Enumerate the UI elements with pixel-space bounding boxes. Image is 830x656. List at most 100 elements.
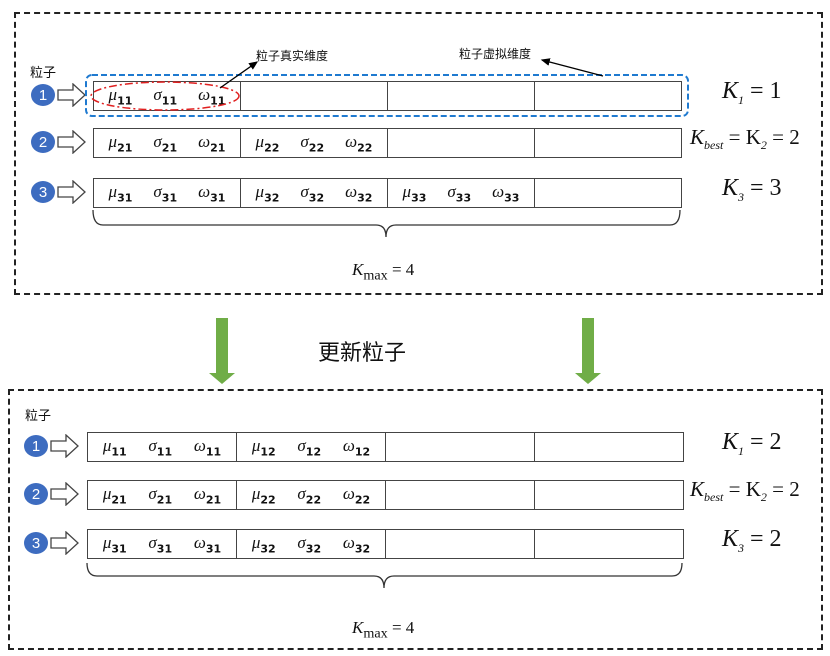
parameter-symbol: σ21 xyxy=(153,132,177,154)
down-arrow-left-icon xyxy=(209,318,235,384)
dimension-cell xyxy=(388,82,535,110)
bottom-k-label-1: K1 = 2 xyxy=(722,429,782,459)
subscript: max xyxy=(363,267,388,284)
subscript: 21 xyxy=(205,493,222,507)
top-panel-frame xyxy=(14,12,823,295)
subscript: 3 xyxy=(738,540,745,555)
parameter-symbol: μ22 xyxy=(252,484,276,506)
subscript: 32 xyxy=(308,191,325,205)
dimension-cell xyxy=(386,433,535,461)
down-arrow-right-icon xyxy=(575,318,601,384)
annotation-real-dimension: 粒子真实维度 xyxy=(256,49,329,63)
subscript: 32 xyxy=(357,191,373,205)
top-particle-label: 粒子 xyxy=(30,66,57,81)
top-k-label-2: Kbest = K2 = 2 xyxy=(690,125,800,153)
subscript: 31 xyxy=(161,191,178,205)
symbol: σ xyxy=(300,131,309,151)
k-rest: = 2 xyxy=(744,526,782,552)
k-symbol: K xyxy=(352,260,363,279)
bottom-particle-2-badge: 2 xyxy=(24,483,48,505)
parameter-symbol: σ22 xyxy=(300,132,324,154)
bottom-k-label-2: Kbest = K2 = 2 xyxy=(690,477,800,505)
symbol: σ xyxy=(148,483,157,503)
bottom-panel-frame xyxy=(8,389,823,650)
k: K xyxy=(722,175,739,201)
k-symbol: 2 xyxy=(761,125,767,152)
subscript: 31 xyxy=(117,191,133,205)
annotation-virtual-dimension: 粒子虚拟维度 xyxy=(459,47,532,61)
dimension-cell xyxy=(386,530,535,558)
parameter-symbol: σ22 xyxy=(297,484,321,506)
k-symbol: K xyxy=(352,618,363,637)
k-rest: = 2 xyxy=(766,477,800,501)
symbol: ω xyxy=(193,532,206,552)
parameter-symbol: ω11 xyxy=(194,436,221,458)
subscript: 3 xyxy=(738,189,745,204)
subscript: 22 xyxy=(357,141,373,155)
right-arrow-icon xyxy=(50,482,79,506)
k-rest: = 2 xyxy=(744,429,782,455)
k-symbol: Kbest xyxy=(690,477,723,504)
k: K xyxy=(352,618,364,637)
subscript: 21 xyxy=(210,141,226,155)
parameter-symbol: σ33 xyxy=(447,182,471,204)
k: K xyxy=(690,477,705,501)
symbol: μ xyxy=(102,483,112,503)
symbol: σ xyxy=(297,532,306,552)
parameter-symbol: μ12 xyxy=(252,436,276,458)
k-rest: = K xyxy=(723,125,761,149)
subscript: 22 xyxy=(354,493,371,507)
symbol: σ xyxy=(148,435,157,455)
symbol: μ xyxy=(402,181,412,201)
symbol: μ xyxy=(102,532,112,552)
parameter-symbol: ω31 xyxy=(194,533,221,555)
k-rest: = 2 xyxy=(766,125,800,149)
subscript: 32 xyxy=(264,191,280,205)
parameter-symbol: μ31 xyxy=(103,533,127,555)
subscript: 31 xyxy=(156,542,173,556)
subscript: 22 xyxy=(260,493,276,507)
k-rest: = 1 xyxy=(744,78,782,104)
bottom-k-label-3: K3 = 2 xyxy=(722,526,782,556)
k-symbol: K1 xyxy=(722,429,744,458)
bottom-kmax-label: Kmax = 4 xyxy=(352,618,414,642)
subscript: 12 xyxy=(305,445,322,459)
symbol: ω xyxy=(342,483,355,503)
subscript: 12 xyxy=(260,445,276,459)
dimension-cell xyxy=(535,82,681,110)
dimension-cell xyxy=(388,129,535,157)
symbol: μ xyxy=(255,181,265,201)
dimension-cell xyxy=(535,129,681,157)
symbol: μ xyxy=(108,131,118,151)
k-symbol: K3 xyxy=(722,526,745,555)
subscript: 22 xyxy=(264,141,280,155)
bottom-particle-3-badge: 3 xyxy=(24,532,48,554)
symbol: ω xyxy=(342,435,355,455)
symbol: ω xyxy=(193,483,206,503)
symbol: ω xyxy=(345,181,358,201)
subscript: 32 xyxy=(354,542,371,556)
parameter-symbol: ω31 xyxy=(198,182,225,204)
subscript: 32 xyxy=(305,542,322,556)
top-particle-3-badge: 3 xyxy=(31,181,55,203)
parameter-symbol: σ31 xyxy=(148,533,172,555)
dimension-cell xyxy=(535,433,683,461)
symbol: ω xyxy=(345,131,358,151)
parameter-symbol: ω21 xyxy=(198,132,225,154)
k: K xyxy=(722,429,739,455)
subscript: 2 xyxy=(760,490,767,505)
top-k-label-1: K1 = 1 xyxy=(722,78,782,108)
subscript: max xyxy=(363,625,388,642)
k-rest: = 4 xyxy=(387,260,415,279)
parameter-symbol: μ21 xyxy=(109,132,133,154)
symbol: σ xyxy=(447,181,456,201)
symbol: ω xyxy=(198,131,211,151)
symbol: μ xyxy=(251,435,261,455)
top-kmax-label: Kmax = 4 xyxy=(352,260,414,284)
